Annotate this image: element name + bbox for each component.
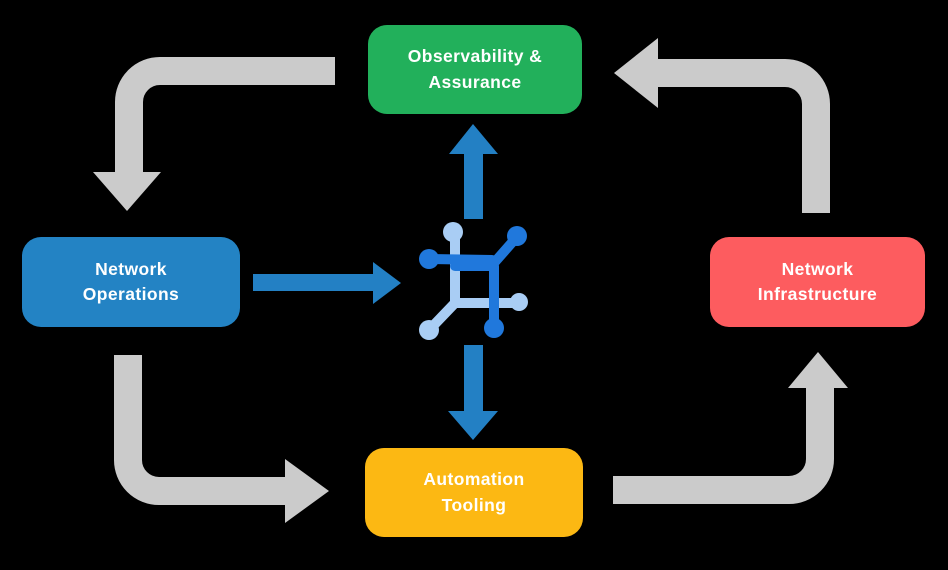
arrowhead-up-icon bbox=[449, 124, 498, 154]
node-network-operations: Network Operations bbox=[22, 237, 240, 327]
node-observability-assurance: Observability & Assurance bbox=[368, 25, 582, 114]
node-automation-label: Automation Tooling bbox=[423, 469, 525, 515]
node-observability-label: Observability & Assurance bbox=[407, 46, 543, 92]
cycle-arrow-observability-to-operations bbox=[93, 57, 335, 211]
arrowhead-right-icon bbox=[373, 262, 401, 304]
arrowhead-right-icon bbox=[285, 459, 329, 523]
arrowhead-down-icon bbox=[448, 411, 498, 440]
node-infrastructure-label: Network Infrastructure bbox=[757, 258, 878, 304]
arrowhead-left-icon bbox=[614, 38, 658, 108]
node-operations-label: Network Operations bbox=[82, 258, 180, 304]
node-network-infrastructure: Network Infrastructure bbox=[710, 237, 925, 327]
cycle-arrow-operations-to-automation bbox=[114, 355, 329, 523]
hub-arrow-center-to-automation bbox=[448, 345, 498, 440]
arrowhead-down-icon bbox=[93, 172, 161, 211]
network-automation-icon bbox=[419, 222, 528, 340]
arrowhead-up-icon bbox=[788, 352, 848, 388]
hub-arrow-center-to-observability bbox=[449, 124, 498, 219]
cycle-arrow-infrastructure-to-observability bbox=[614, 38, 830, 213]
cycle-arrow-automation-to-infrastructure bbox=[613, 352, 848, 504]
node-automation-tooling: Automation Tooling bbox=[365, 448, 583, 537]
hub-arrow-operations-to-center bbox=[253, 262, 401, 304]
